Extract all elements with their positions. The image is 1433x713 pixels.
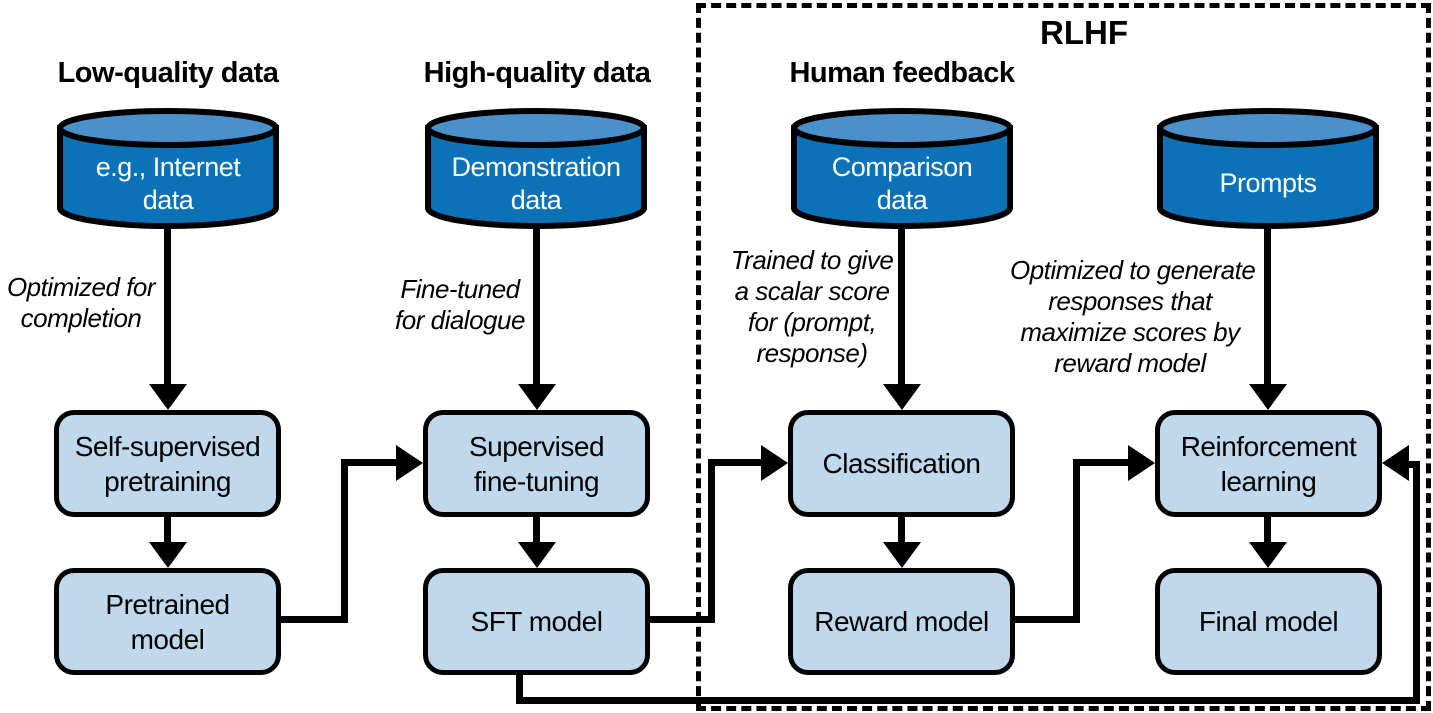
label-line: e.g., Internet: [95, 151, 241, 182]
box-label-line: learning: [1220, 465, 1317, 497]
cylinder-label: Demonstration data: [422, 138, 650, 229]
box-label-line: pretraining: [104, 465, 231, 497]
note-line: Trained to give: [730, 245, 894, 275]
box-label-line: Supervised: [468, 430, 605, 462]
box-reinforcement-learning: Reinforcement learning: [1155, 410, 1382, 517]
note-line: for (prompt,: [747, 307, 877, 337]
cylinder-label: e.g., Internet data: [54, 138, 282, 229]
note-fine-tuned-for-dialogue: Fine-tuned for dialogue: [379, 274, 541, 336]
label-line: Demonstration: [451, 151, 621, 182]
box-label-line: fine-tuning: [473, 465, 600, 497]
label-line: Comparison: [831, 151, 973, 182]
note-line: response): [756, 338, 868, 368]
note-line: Optimized to generate: [1010, 255, 1256, 285]
database-cylinder-icon: [1157, 108, 1379, 229]
box-label-line: Final model: [1198, 606, 1339, 637]
note-line: Optimized for: [6, 272, 156, 302]
box-self-supervised-pretraining: Self-supervised pretraining: [54, 410, 281, 517]
rlhf-frame-title: RLHF: [1040, 14, 1128, 51]
rlhf-dashed-frame: [696, 3, 1431, 711]
note-line: maximize scores by: [1020, 317, 1240, 347]
note-trained-to-give-scalar-score: Trained to give a scalar score for (prom…: [722, 245, 902, 369]
box-label-line: Reward model: [814, 606, 989, 637]
note-line: Fine-tuned: [400, 274, 520, 304]
heading-low-quality-data: Low-quality data: [57, 57, 279, 89]
database-cylinder-icon: [425, 108, 647, 229]
cylinder-label: Prompts: [1154, 138, 1382, 229]
cylinder-comparison-data: Comparison data: [788, 108, 1016, 233]
box-final-model: Final model: [1155, 568, 1382, 675]
label-line: Prompts: [1219, 168, 1317, 198]
note-optimized-to-generate: Optimized to generate responses that max…: [1010, 255, 1256, 379]
note-line: reward model: [1054, 348, 1206, 378]
cylinder-prompts: Prompts: [1154, 108, 1382, 233]
arrowhead-right: [396, 445, 423, 481]
box-label-line: Pretrained: [105, 588, 230, 620]
arrowhead-left: [1382, 445, 1409, 481]
note-optimized-for-completion: Optimized for completion: [0, 272, 162, 334]
box-label-line: Reinforcement: [1180, 430, 1357, 462]
database-cylinder-icon: [791, 108, 1013, 229]
note-line: for dialogue: [395, 305, 525, 335]
label-line: data: [876, 184, 928, 215]
note-line: completion: [20, 303, 142, 333]
heading-human-feedback: Human feedback: [789, 57, 1015, 89]
database-cylinder-icon: [57, 108, 279, 229]
box-label-line: SFT model: [470, 606, 603, 637]
cylinder-internet-data: e.g., Internet data: [54, 108, 282, 233]
arrowhead-right: [761, 445, 788, 481]
label-line: data: [510, 184, 562, 215]
box-label-line: model: [130, 623, 205, 655]
cylinder-demonstration-data: Demonstration data: [422, 108, 650, 233]
box-label-line: Self-supervised: [74, 430, 261, 462]
heading-high-quality-data: High-quality data: [423, 57, 651, 89]
note-line: a scalar score: [734, 276, 890, 306]
note-line: responses that: [1048, 286, 1212, 316]
box-label-line: Classification: [822, 448, 981, 479]
box-pretrained-model: Pretrained model: [54, 568, 281, 675]
label-line: data: [142, 184, 194, 215]
box-supervised-fine-tuning: Supervised fine-tuning: [423, 410, 650, 517]
box-sft-model: SFT model: [423, 568, 650, 675]
box-classification: Classification: [788, 410, 1015, 517]
arrowhead-right: [1128, 445, 1155, 481]
cylinder-label: Comparison data: [788, 138, 1016, 229]
box-reward-model: Reward model: [788, 568, 1015, 675]
